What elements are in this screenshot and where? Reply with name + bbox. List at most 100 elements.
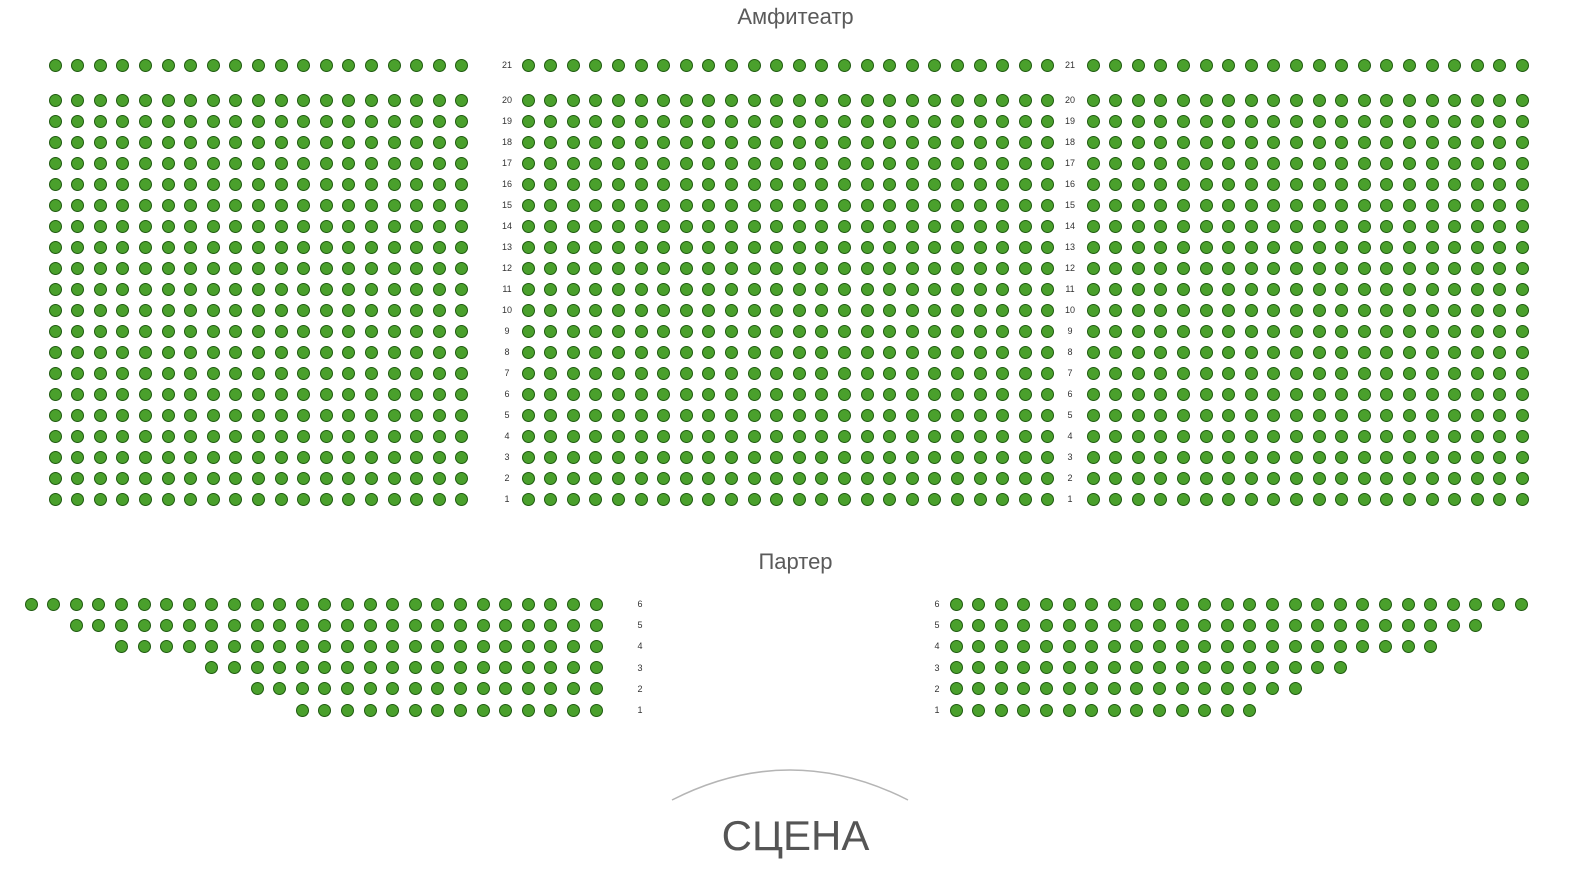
amphitheater-seat[interactable] bbox=[589, 219, 603, 233]
amphitheater-seat[interactable] bbox=[297, 219, 311, 233]
amphitheater-seat[interactable] bbox=[679, 93, 693, 107]
amphitheater-seat[interactable] bbox=[1131, 219, 1145, 233]
amphitheater-seat[interactable] bbox=[792, 114, 806, 128]
amphitheater-seat[interactable] bbox=[702, 58, 716, 72]
amphitheater-seat[interactable] bbox=[48, 240, 62, 254]
amphitheater-seat[interactable] bbox=[432, 93, 446, 107]
amphitheater-seat[interactable] bbox=[815, 177, 829, 191]
amphitheater-seat[interactable] bbox=[1041, 156, 1055, 170]
amphitheater-seat[interactable] bbox=[1380, 58, 1394, 72]
amphitheater-seat[interactable] bbox=[138, 114, 152, 128]
amphitheater-seat[interactable] bbox=[206, 240, 220, 254]
amphitheater-seat[interactable] bbox=[319, 198, 333, 212]
amphitheater-seat[interactable] bbox=[860, 240, 874, 254]
amphitheater-seat[interactable] bbox=[206, 135, 220, 149]
amphitheater-seat[interactable] bbox=[1402, 198, 1416, 212]
amphitheater-seat[interactable] bbox=[1289, 156, 1303, 170]
amphitheater-seat[interactable] bbox=[1086, 240, 1100, 254]
amphitheater-seat[interactable] bbox=[410, 177, 424, 191]
amphitheater-seat[interactable] bbox=[1176, 177, 1190, 191]
amphitheater-seat[interactable] bbox=[1493, 135, 1507, 149]
amphitheater-seat[interactable] bbox=[1335, 58, 1349, 72]
amphitheater-seat[interactable] bbox=[1402, 177, 1416, 191]
amphitheater-seat[interactable] bbox=[792, 198, 806, 212]
amphitheater-seat[interactable] bbox=[611, 156, 625, 170]
amphitheater-seat[interactable] bbox=[342, 240, 356, 254]
amphitheater-seat[interactable] bbox=[973, 114, 987, 128]
amphitheater-seat[interactable] bbox=[1289, 177, 1303, 191]
amphitheater-seat[interactable] bbox=[1267, 135, 1281, 149]
amphitheater-seat[interactable] bbox=[251, 177, 265, 191]
amphitheater-seat[interactable] bbox=[138, 177, 152, 191]
amphitheater-seat[interactable] bbox=[229, 114, 243, 128]
amphitheater-seat[interactable] bbox=[251, 135, 265, 149]
amphitheater-seat[interactable] bbox=[184, 198, 198, 212]
amphitheater-seat[interactable] bbox=[1109, 114, 1123, 128]
amphitheater-seat[interactable] bbox=[229, 93, 243, 107]
amphitheater-seat[interactable] bbox=[928, 240, 942, 254]
amphitheater-seat[interactable] bbox=[1199, 177, 1213, 191]
amphitheater-seat[interactable] bbox=[1448, 58, 1462, 72]
amphitheater-seat[interactable] bbox=[634, 135, 648, 149]
amphitheater-seat[interactable] bbox=[1380, 198, 1394, 212]
amphitheater-seat[interactable] bbox=[928, 58, 942, 72]
amphitheater-seat[interactable] bbox=[1018, 93, 1032, 107]
amphitheater-seat[interactable] bbox=[364, 240, 378, 254]
amphitheater-seat[interactable] bbox=[792, 177, 806, 191]
amphitheater-seat[interactable] bbox=[206, 93, 220, 107]
amphitheater-seat[interactable] bbox=[792, 156, 806, 170]
amphitheater-seat[interactable] bbox=[747, 177, 761, 191]
amphitheater-seat[interactable] bbox=[1176, 135, 1190, 149]
amphitheater-seat[interactable] bbox=[566, 156, 580, 170]
amphitheater-seat[interactable] bbox=[634, 58, 648, 72]
amphitheater-seat[interactable] bbox=[1357, 93, 1371, 107]
amphitheater-seat[interactable] bbox=[1357, 58, 1371, 72]
amphitheater-seat[interactable] bbox=[387, 58, 401, 72]
amphitheater-seat[interactable] bbox=[116, 240, 130, 254]
amphitheater-seat[interactable] bbox=[1222, 177, 1236, 191]
amphitheater-seat[interactable] bbox=[138, 156, 152, 170]
amphitheater-seat[interactable] bbox=[1470, 93, 1484, 107]
amphitheater-seat[interactable] bbox=[455, 58, 469, 72]
amphitheater-seat[interactable] bbox=[116, 58, 130, 72]
amphitheater-seat[interactable] bbox=[883, 198, 897, 212]
amphitheater-seat[interactable] bbox=[837, 240, 851, 254]
amphitheater-seat[interactable] bbox=[1199, 114, 1213, 128]
amphitheater-seat[interactable] bbox=[116, 219, 130, 233]
amphitheater-seat[interactable] bbox=[702, 219, 716, 233]
amphitheater-seat[interactable] bbox=[184, 177, 198, 191]
amphitheater-seat[interactable] bbox=[928, 177, 942, 191]
amphitheater-seat[interactable] bbox=[1515, 135, 1529, 149]
amphitheater-seat[interactable] bbox=[1493, 177, 1507, 191]
amphitheater-seat[interactable] bbox=[184, 156, 198, 170]
amphitheater-seat[interactable] bbox=[206, 156, 220, 170]
amphitheater-seat[interactable] bbox=[566, 93, 580, 107]
amphitheater-seat[interactable] bbox=[566, 177, 580, 191]
amphitheater-seat[interactable] bbox=[1131, 156, 1145, 170]
amphitheater-seat[interactable] bbox=[251, 114, 265, 128]
amphitheater-seat[interactable] bbox=[387, 135, 401, 149]
amphitheater-seat[interactable] bbox=[410, 114, 424, 128]
amphitheater-seat[interactable] bbox=[116, 93, 130, 107]
amphitheater-seat[interactable] bbox=[1312, 156, 1326, 170]
amphitheater-seat[interactable] bbox=[1267, 198, 1281, 212]
amphitheater-seat[interactable] bbox=[71, 198, 85, 212]
amphitheater-seat[interactable] bbox=[1425, 177, 1439, 191]
amphitheater-seat[interactable] bbox=[770, 135, 784, 149]
amphitheater-seat[interactable] bbox=[1041, 177, 1055, 191]
amphitheater-seat[interactable] bbox=[521, 240, 535, 254]
amphitheater-seat[interactable] bbox=[319, 219, 333, 233]
amphitheater-seat[interactable] bbox=[747, 240, 761, 254]
amphitheater-seat[interactable] bbox=[1131, 93, 1145, 107]
amphitheater-seat[interactable] bbox=[1515, 58, 1529, 72]
amphitheater-seat[interactable] bbox=[589, 177, 603, 191]
amphitheater-seat[interactable] bbox=[521, 177, 535, 191]
amphitheater-seat[interactable] bbox=[905, 198, 919, 212]
amphitheater-seat[interactable] bbox=[1154, 58, 1168, 72]
amphitheater-seat[interactable] bbox=[410, 198, 424, 212]
amphitheater-seat[interactable] bbox=[229, 240, 243, 254]
amphitheater-seat[interactable] bbox=[973, 177, 987, 191]
amphitheater-seat[interactable] bbox=[297, 156, 311, 170]
amphitheater-seat[interactable] bbox=[724, 156, 738, 170]
amphitheater-seat[interactable] bbox=[1448, 114, 1462, 128]
